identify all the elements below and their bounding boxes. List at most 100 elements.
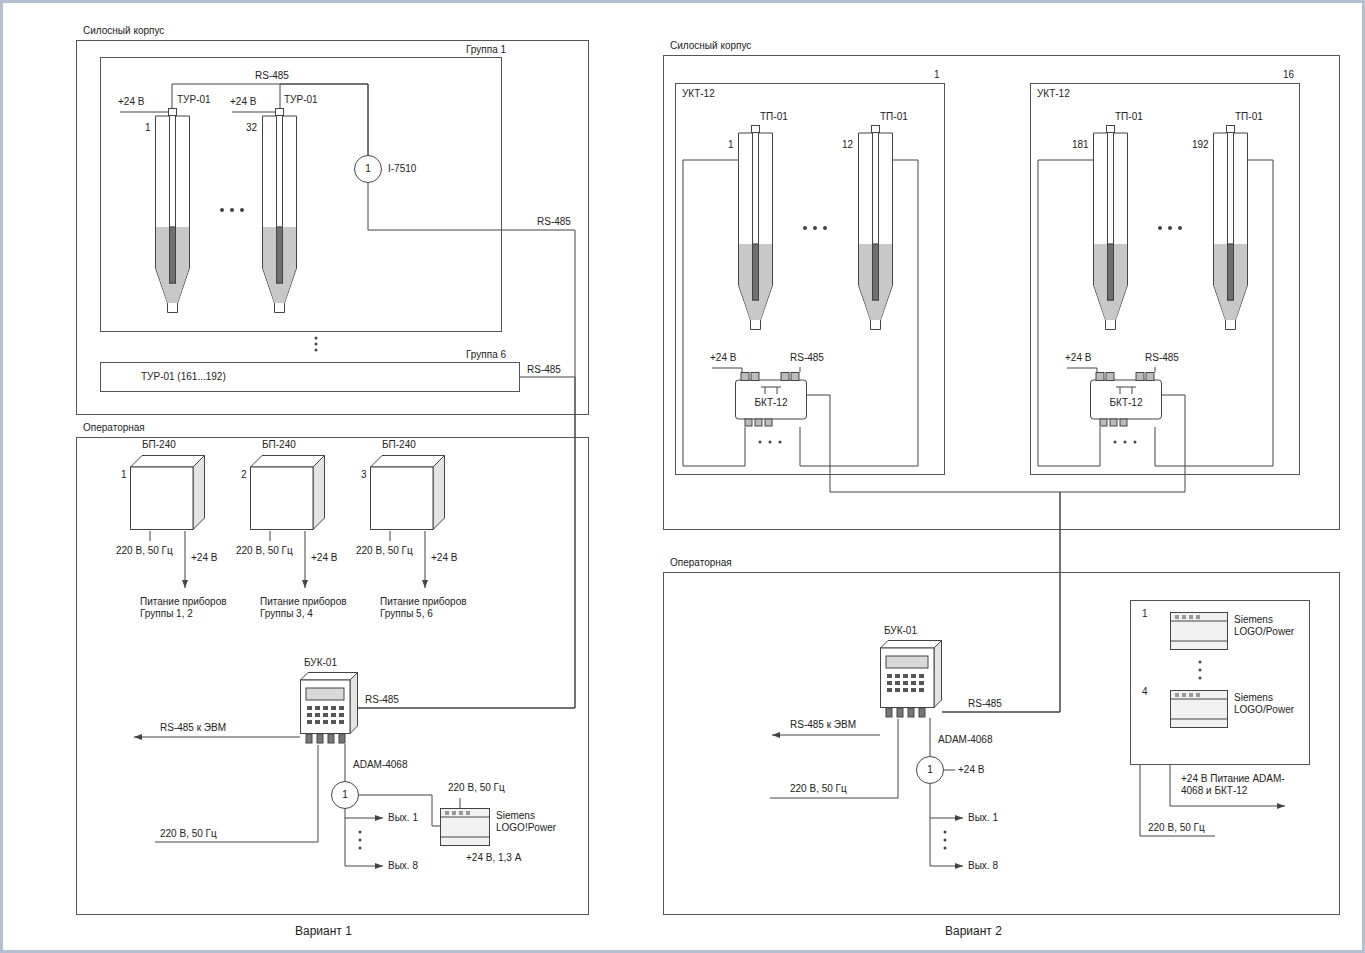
keypad <box>307 706 344 724</box>
keypad <box>887 674 924 692</box>
outline-strokes <box>1170 691 1228 728</box>
bus-connector <box>942 395 1185 712</box>
power-wire <box>944 770 955 771</box>
node-caption: 192 <box>1192 139 1209 151</box>
node-caption: 1 <box>934 69 940 81</box>
connector-label: RS-485 <box>535 216 573 228</box>
computer-link-arrow <box>134 737 300 738</box>
dot <box>1124 441 1127 444</box>
outline-strokes <box>131 456 205 530</box>
node-label: Силосный корпус <box>83 25 164 37</box>
outline-strokes <box>371 456 445 530</box>
terminal <box>452 811 456 815</box>
dot <box>1199 669 1202 672</box>
control-unit: БУК-01 <box>880 640 942 718</box>
output-arrow <box>930 866 963 867</box>
power-wire <box>712 368 1097 372</box>
node-caption: Siemens LOGO/Power <box>1234 614 1306 638</box>
node-caption: ТУР-01 (161...192) <box>141 371 226 383</box>
key <box>903 674 908 678</box>
silo: ТП-0112 <box>858 125 893 330</box>
signal-label: RS-485 <box>1145 352 1179 364</box>
terminal <box>751 373 759 381</box>
key <box>307 706 312 710</box>
node-caption: 1 <box>121 469 127 481</box>
signal-label: RS-485 к ЭВМ <box>160 722 226 734</box>
key <box>315 706 320 710</box>
relay-module: 1ADAM-4068 <box>331 781 359 809</box>
node-caption: I-7510 <box>388 163 416 175</box>
hub-box <box>736 380 807 419</box>
probe-sensor-part <box>753 244 759 300</box>
bus-connector <box>358 183 575 708</box>
outline-strokes <box>263 109 297 313</box>
dot <box>1199 677 1202 680</box>
signal-label: +24 В <box>191 552 217 564</box>
dot <box>315 337 318 340</box>
terminal <box>1175 693 1179 697</box>
dot <box>359 847 362 850</box>
signal-label: 220 В, 50 Гц <box>790 783 847 795</box>
key <box>895 681 900 685</box>
node-caption: 1 <box>728 139 734 151</box>
key <box>331 720 336 724</box>
key <box>887 674 892 678</box>
terminal <box>1189 615 1193 619</box>
outline-strokes <box>1214 126 1248 330</box>
signal-label: RS-485 <box>790 352 824 364</box>
node-label: 1 <box>354 163 382 175</box>
dot <box>1199 661 1202 664</box>
display <box>306 688 344 700</box>
probe-sensor-part <box>170 227 176 283</box>
node-label: УКТ-12 <box>1037 88 1070 100</box>
dot <box>220 208 224 212</box>
probe-sensor-part <box>1108 244 1114 300</box>
key <box>895 688 900 692</box>
module-lines <box>1170 621 1228 641</box>
node-caption: 32 <box>246 122 257 134</box>
key <box>323 713 328 717</box>
dot <box>779 441 782 444</box>
dot <box>759 441 762 444</box>
power-arrow <box>305 531 306 588</box>
power-wire <box>120 112 276 113</box>
variant-caption: Вариант 1 <box>295 925 352 937</box>
signal-label: Питание приборов Группы 5, 6 <box>380 596 480 620</box>
dot <box>823 226 827 230</box>
key <box>331 706 336 710</box>
mains-wire <box>150 531 390 541</box>
key <box>323 706 328 710</box>
key <box>315 713 320 717</box>
power-supply: БП-2403 <box>370 455 445 530</box>
connector <box>317 734 323 743</box>
dot <box>1134 441 1137 444</box>
module-case <box>441 809 490 846</box>
node-label: БП-240 <box>382 439 416 451</box>
node-caption: 2 <box>241 469 247 481</box>
box-front <box>881 648 935 708</box>
key <box>323 720 328 724</box>
box-top <box>301 673 358 681</box>
node-caption: 12 <box>842 139 853 151</box>
probe-rod <box>170 112 176 283</box>
signal-label: +24 В <box>311 552 337 564</box>
signal-label: RS-485 <box>365 694 399 706</box>
signal-label: +24 В, 1,3 А <box>466 852 521 864</box>
silo-outline <box>738 125 773 330</box>
module-circle <box>917 757 944 784</box>
bus-connector <box>345 744 346 781</box>
silo: ТП-011 <box>738 125 773 330</box>
control-set-box: УКТ-1216ТП-01181ТП-01192БКТ-12 <box>1030 83 1300 475</box>
power-arrow <box>185 531 186 588</box>
hub-symbol <box>761 387 781 394</box>
node-label: ТП-01 <box>1115 111 1143 123</box>
signal-label: +24 В <box>118 96 144 108</box>
probe-rod <box>277 112 283 283</box>
terminal <box>1100 419 1107 426</box>
box-side <box>313 456 325 530</box>
key <box>919 681 924 685</box>
hub-box <box>1091 380 1162 419</box>
